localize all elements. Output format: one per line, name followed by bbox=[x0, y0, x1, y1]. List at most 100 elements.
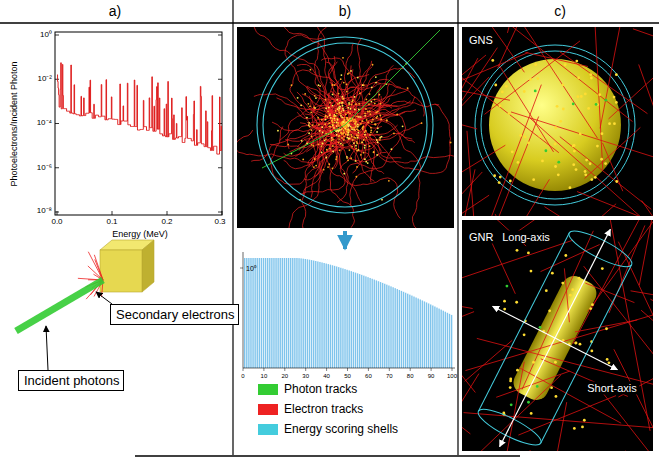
interaction-dot bbox=[340, 143, 342, 145]
interaction-dot bbox=[350, 104, 352, 106]
histogram-bar bbox=[300, 258, 301, 368]
interaction-dot bbox=[393, 133, 395, 135]
histogram-bar bbox=[275, 258, 276, 368]
histogram-bar bbox=[413, 297, 414, 368]
spectrum-plot bbox=[55, 32, 227, 215]
interaction-dot bbox=[348, 72, 350, 74]
interaction-dot bbox=[312, 145, 314, 147]
histogram-bar bbox=[319, 262, 320, 368]
gnr-image bbox=[462, 220, 653, 451]
histogram-bar bbox=[415, 297, 416, 368]
interaction-dot bbox=[601, 132, 604, 135]
tick-label: 100 bbox=[447, 373, 457, 379]
interaction-dot bbox=[347, 130, 349, 132]
interaction-dot bbox=[361, 141, 363, 143]
interaction-dot bbox=[345, 113, 347, 115]
interaction-dot bbox=[554, 126, 557, 129]
interaction-dot bbox=[575, 342, 578, 345]
interaction-dot bbox=[590, 350, 593, 353]
interaction-dot bbox=[310, 111, 312, 113]
interaction-dot bbox=[330, 117, 332, 119]
interaction-dot bbox=[338, 135, 340, 137]
histogram-bar bbox=[440, 310, 441, 368]
interaction-dot bbox=[328, 125, 330, 127]
histogram-bar bbox=[326, 264, 327, 368]
electron-track bbox=[307, 122, 324, 128]
interaction-dot bbox=[321, 142, 323, 144]
interaction-dot bbox=[357, 129, 359, 131]
interaction-dot bbox=[332, 123, 334, 125]
axis-title: Energy (MeV) bbox=[112, 230, 168, 239]
interaction-dot bbox=[287, 143, 289, 145]
interaction-dot bbox=[310, 129, 312, 131]
electron-track bbox=[462, 55, 486, 177]
interaction-dot bbox=[332, 145, 334, 147]
legend-text: Energy scoring shells bbox=[284, 422, 398, 436]
interaction-dot bbox=[340, 78, 342, 80]
top-rule bbox=[0, 22, 659, 24]
interaction-dot bbox=[341, 102, 343, 104]
histogram-bar bbox=[353, 272, 354, 368]
histogram-bar bbox=[244, 258, 245, 368]
interaction-dot bbox=[591, 303, 594, 306]
interaction-dot bbox=[325, 119, 327, 121]
interaction-dot bbox=[388, 180, 390, 182]
interaction-dot bbox=[584, 170, 587, 173]
interaction-dot bbox=[366, 119, 368, 121]
interaction-dot bbox=[557, 161, 560, 164]
interaction-dot bbox=[325, 99, 327, 101]
histogram-bar bbox=[246, 258, 247, 368]
interaction-dot bbox=[529, 78, 532, 81]
interaction-dot bbox=[351, 128, 353, 130]
interaction-dot bbox=[329, 102, 331, 104]
tick-label: 10 bbox=[261, 373, 268, 379]
legend-item: Photon tracks bbox=[258, 382, 357, 396]
tick-label: 60 bbox=[365, 373, 372, 379]
interaction-dot bbox=[569, 186, 572, 189]
electron-track bbox=[498, 27, 570, 68]
interaction-dot bbox=[530, 412, 533, 415]
interaction-dot bbox=[336, 121, 338, 123]
interaction-dot bbox=[371, 86, 373, 88]
electron-track bbox=[530, 118, 653, 216]
electron-track bbox=[575, 320, 637, 332]
interaction-dot bbox=[349, 138, 351, 140]
interaction-dot bbox=[337, 129, 339, 131]
interaction-dot bbox=[313, 106, 315, 108]
tick-mark bbox=[305, 368, 306, 371]
interaction-dot bbox=[358, 103, 360, 105]
tick-mark bbox=[431, 368, 432, 371]
electron-track bbox=[314, 108, 338, 121]
interaction-dot bbox=[350, 108, 352, 110]
interaction-dot bbox=[340, 74, 342, 76]
tick-label: 0 bbox=[241, 373, 244, 379]
tick-label: 0.0 bbox=[51, 218, 62, 226]
electron-track bbox=[309, 133, 338, 166]
interaction-dot bbox=[615, 180, 618, 183]
interaction-dot bbox=[572, 103, 575, 106]
histogram-bar bbox=[263, 258, 264, 368]
tick-mark bbox=[347, 368, 348, 371]
electron-track bbox=[464, 413, 653, 431]
electron-track bbox=[485, 41, 580, 114]
interaction-dot bbox=[311, 135, 313, 137]
interaction-dot bbox=[339, 108, 341, 110]
interaction-dot bbox=[342, 122, 344, 124]
interaction-dot bbox=[347, 111, 349, 113]
histogram-bar bbox=[298, 258, 299, 368]
legend-item: Electron tracks bbox=[258, 402, 363, 416]
interaction-dot bbox=[337, 103, 339, 105]
scoring-shell bbox=[263, 43, 427, 207]
interaction-dot bbox=[548, 309, 551, 312]
histogram-bar bbox=[449, 314, 450, 368]
interaction-dot bbox=[342, 105, 344, 107]
interaction-dot bbox=[527, 401, 530, 404]
interaction-dot bbox=[615, 73, 618, 76]
interaction-dot bbox=[357, 137, 359, 139]
electron-track bbox=[253, 27, 344, 125]
electron-track bbox=[650, 299, 653, 355]
interaction-dot bbox=[493, 174, 496, 177]
leader-arrow bbox=[96, 292, 112, 304]
interaction-dot bbox=[367, 121, 369, 123]
panel-divider bbox=[457, 0, 458, 455]
